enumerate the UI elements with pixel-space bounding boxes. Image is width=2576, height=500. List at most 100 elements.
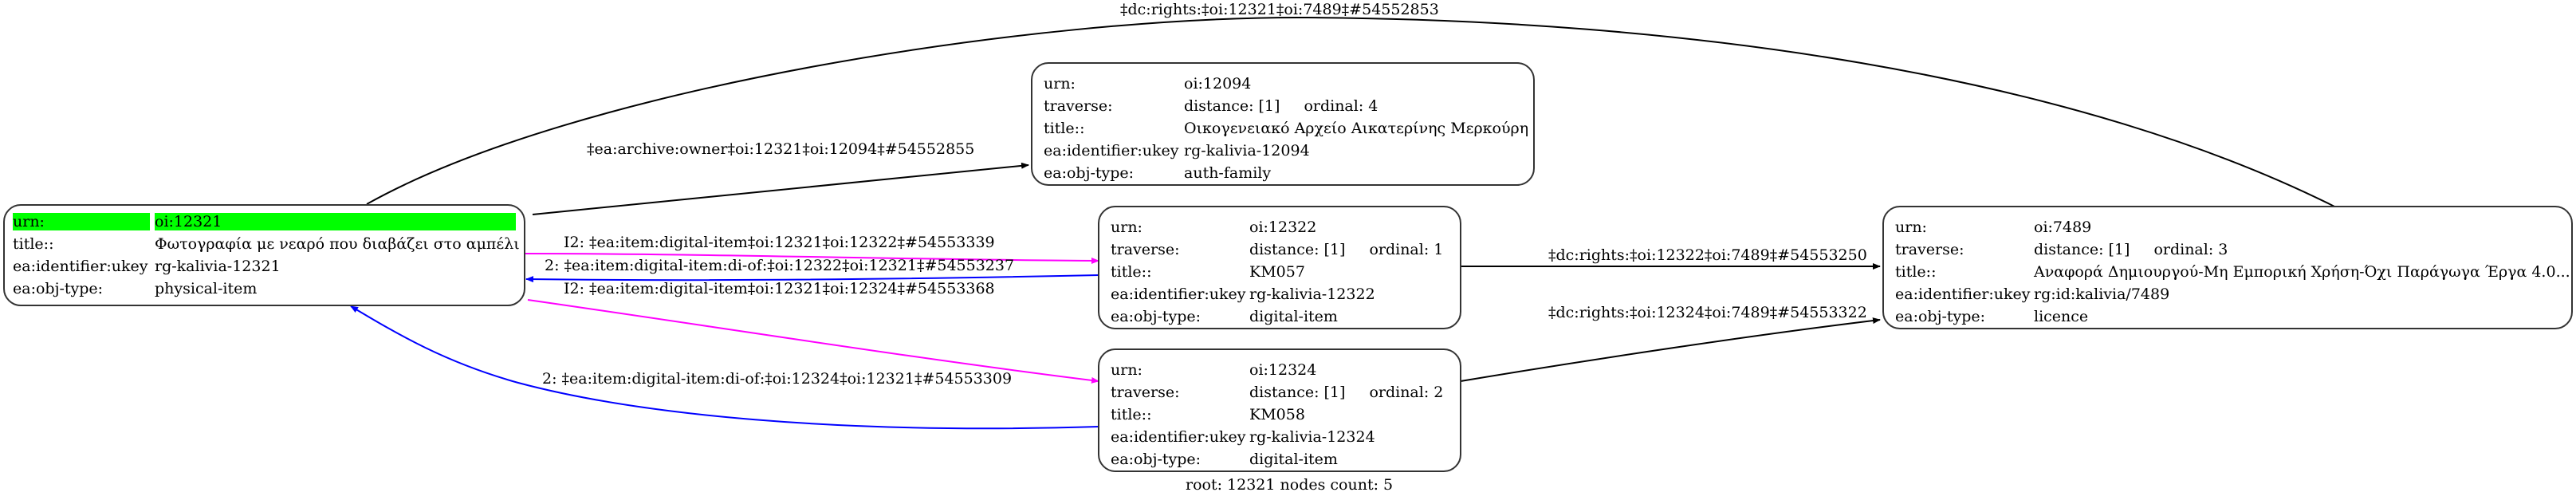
row-value: digital-item [1249,308,1338,325]
row-value: oi:12321 [155,213,516,230]
node-row-ukey: ea:identifier:ukey rg-kalivia-12324 [1111,426,1449,448]
row-key: title:: [1044,120,1085,137]
edge-label-12322-7489: ‡dc:rights:‡oi:12322‡oi:7489‡#54553250 [1548,246,1867,264]
row-key: ea:obj-type: [1895,308,1986,325]
node-row-title: title:: KM058 [1111,404,1449,426]
node-row-title: title:: Οικογενειακό Αρχείο Αικατερίνης … [1044,117,1528,140]
row-key: title:: [1111,406,1152,423]
node-12094[interactable]: urn: oi:12094 traverse: distance: [1] ord… [1031,62,1535,186]
node-row-ukey: ea:identifier:ukey rg-kalivia-12321 [13,255,516,278]
row-value: oi:12094 [1184,75,1252,93]
node-row-title: title:: KM057 [1111,261,1449,283]
traverse-ordinal: ordinal: 1 [1369,241,1444,258]
row-value: Φωτογραφία με νεαρό που διαβάζει στο αμπ… [155,235,520,253]
row-key: title:: [1111,263,1152,281]
row-key: ea:identifier:ukey [1044,142,1179,159]
traverse-ordinal: ordinal: 4 [1304,97,1378,115]
row-value: Οικογενειακό Αρχείο Αικατερίνης Μερκούρη [1184,120,1529,137]
node-12321[interactable]: urn: oi:12321 title:: Φωτογραφία με νεαρ… [3,204,525,306]
node-row-title: title:: Φωτογραφία με νεαρό που διαβάζει… [13,233,520,255]
row-key: title:: [1895,263,1937,281]
edge-label-12324-7489: ‡dc:rights:‡oi:12324‡oi:7489‡#54553322 [1548,304,1867,321]
row-value: distance: [1] ordinal: 4 [1184,97,1522,115]
edge-label-12321-12324: I2: ‡ea:item:digital-item‡oi:12321‡oi:12… [564,280,995,297]
node-row-title: title:: Αναφορά Δημιουργού-Μη Εμπορική Χ… [1895,261,2570,283]
traverse-distance: distance: [1] [1249,241,1346,258]
edge-12324-12321[interactable] [350,305,1099,430]
traverse-distance: distance: [1] [1249,384,1346,401]
edge-label-12324-12321: 2: ‡ea:item:digital-item:di-of:‡oi:12324… [542,370,1013,388]
edge-12321-7489[interactable] [366,16,2346,213]
row-key: ea:identifier:ukey [1895,285,2031,303]
edge-12322-12321[interactable] [525,274,1099,283]
row-key: urn: [1895,219,1927,236]
edge-12324-7489[interactable] [1460,317,1881,382]
row-value: rg-kalivia-12324 [1249,428,1375,446]
node-row-obj-type: ea:obj-type: physical-item [13,278,516,300]
row-value: licence [2034,308,2089,325]
row-key: ea:identifier:ukey [13,258,148,275]
node-row-urn: urn: oi:12324 [1111,359,1449,381]
node-row-urn: urn: oi:12321 [13,211,516,233]
row-key: title:: [13,235,54,253]
node-12324[interactable]: urn: oi:12324 traverse: distance: [1] ord… [1098,348,1461,472]
row-value: auth-family [1184,164,1272,182]
row-key: ea:obj-type: [1111,451,1201,468]
row-key: ea:identifier:ukey [1111,428,1246,446]
row-value: rg-kalivia-12321 [155,258,281,275]
node-row-traverse: traverse: distance: [1] ordinal: 3 [1895,238,2560,261]
edge-12321-12324[interactable] [527,299,1099,384]
row-key: traverse: [1044,97,1113,115]
edge-label-12321-7489: ‡dc:rights:‡oi:12321‡oi:7489‡#54552853 [1120,1,1439,18]
graph-footer: root: 12321 nodes count: 5 [1186,476,1394,494]
row-value: digital-item [1249,451,1338,468]
traverse-ordinal: ordinal: 2 [1369,384,1444,401]
edge-12321-12094[interactable] [532,162,1029,215]
row-key: urn: [1044,75,1076,93]
row-value: KM057 [1249,263,1305,281]
node-row-obj-type: ea:obj-type: digital-item [1111,448,1449,470]
row-value: rg-kalivia-12094 [1184,142,1310,159]
row-value: rg:id:kalivia/7489 [2034,285,2170,303]
traverse-distance: distance: [1] [2034,241,2130,258]
row-key: traverse: [1111,384,1180,401]
row-value: physical-item [155,280,258,297]
row-key: ea:obj-type: [1044,164,1135,182]
edge-12321-12322[interactable] [521,253,1099,264]
node-row-obj-type: ea:obj-type: licence [1895,305,2560,328]
row-value: oi:7489 [2034,219,2092,236]
node-7489[interactable]: urn: oi:7489 traverse: distance: [1] ordi… [1882,206,2573,329]
node-row-ukey: ea:identifier:ukey rg-kalivia-12322 [1111,283,1449,305]
node-12322[interactable]: urn: oi:12322 traverse: distance: [1] ord… [1098,206,1461,329]
node-row-traverse: traverse: distance: [1] ordinal: 1 [1111,238,1449,261]
node-row-obj-type: ea:obj-type: auth-family [1044,162,1522,184]
row-key: urn: [1111,219,1142,236]
row-value: rg-kalivia-12322 [1249,285,1375,303]
node-row-urn: urn: oi:12094 [1044,73,1522,95]
row-key: urn: [1111,361,1142,379]
node-row-urn: urn: oi:12322 [1111,216,1449,238]
traverse-distance: distance: [1] [1184,97,1280,115]
row-value: oi:12324 [1249,361,1317,379]
row-value: distance: [1] ordinal: 1 [1249,241,1449,258]
traverse-ordinal: ordinal: 3 [2153,241,2228,258]
row-key: ea:obj-type: [1111,308,1201,325]
node-row-traverse: traverse: distance: [1] ordinal: 2 [1111,381,1449,404]
node-row-traverse: traverse: distance: [1] ordinal: 4 [1044,95,1522,117]
edge-label-12322-12321: 2: ‡ea:item:digital-item:di-of:‡oi:12322… [545,257,1015,274]
node-row-ukey: ea:identifier:ukey rg:id:kalivia/7489 [1895,283,2560,305]
row-value: distance: [1] ordinal: 2 [1249,384,1449,401]
row-key: urn: [13,213,150,230]
row-value: Αναφορά Δημιουργού-Μη Εμπορική Χρήση-Όχι… [2034,263,2570,281]
row-key: traverse: [1895,241,1964,258]
row-value: oi:12322 [1249,219,1317,236]
edge-label-12321-12094: ‡ea:archive:owner‡oi:12321‡oi:12094‡#545… [587,140,975,158]
row-key: ea:obj-type: [13,280,104,297]
edge-label-12321-12322: I2: ‡ea:item:digital-item‡oi:12321‡oi:12… [564,234,995,251]
row-key: traverse: [1111,241,1180,258]
row-value: KM058 [1249,406,1305,423]
node-row-obj-type: ea:obj-type: digital-item [1111,305,1449,328]
row-key: ea:identifier:ukey [1111,285,1246,303]
node-row-ukey: ea:identifier:ukey rg-kalivia-12094 [1044,140,1522,162]
